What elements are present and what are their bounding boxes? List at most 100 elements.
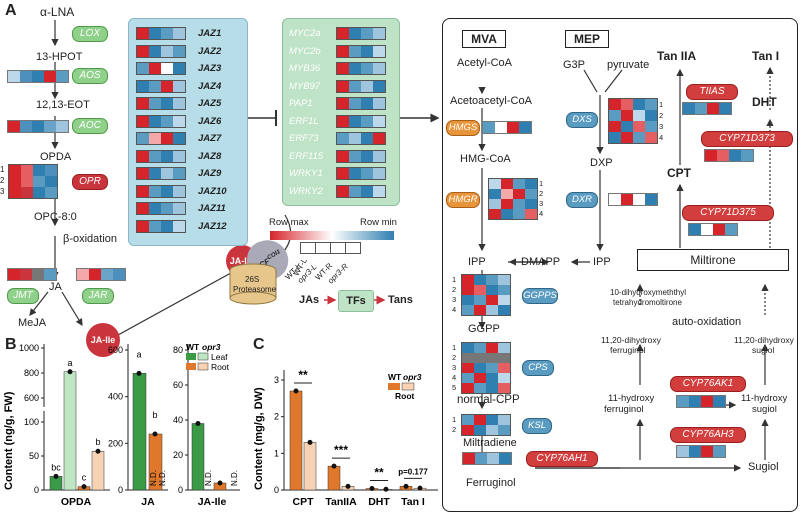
jaz-heatmap-row [136, 62, 186, 75]
jaz-gene-label: JAZ2 [198, 45, 222, 57]
jaile-xlabel: JA-Ile [198, 496, 227, 508]
aoc-enzyme: AOC [72, 118, 108, 134]
cps-heatmap [461, 342, 511, 394]
jaile-tick-label: 40 [173, 415, 183, 425]
cyp76ah1-enzyme: CYP76AH1 [526, 451, 598, 467]
opda-letter: bc [51, 462, 61, 472]
tf-heatmap-row [336, 114, 386, 128]
aos-heatmap [7, 70, 69, 83]
ja-tick-label: 400 [108, 392, 123, 402]
c-point [307, 439, 313, 445]
jaile-point [217, 480, 223, 486]
tf-gene-label: WRKY2 [289, 185, 323, 197]
jaz-heatmap-row [136, 79, 186, 93]
legend-leaf: Leaf [211, 352, 228, 362]
c-tick-label: 1 [274, 448, 279, 458]
hpot-label: 13-HPOT [36, 51, 83, 63]
jaz-heatmap-row [136, 167, 186, 180]
tf-heatmap-row [336, 97, 386, 110]
dxp-label: DXP [590, 157, 613, 169]
tf-heatmap-row [336, 184, 386, 198]
cyp71d373-enzyme: CYP71D373 [701, 131, 793, 147]
tf-heatmap-row [336, 132, 386, 145]
ja-xlabel: JA [141, 496, 155, 508]
opda-tick-label: 1000 [19, 343, 39, 353]
tf-gene-label: WRKY1 [289, 168, 323, 179]
c-point [293, 388, 299, 394]
ja-tick-label: 0 [118, 485, 123, 495]
meja-label: MeJA [18, 317, 47, 329]
opda-xlabel: OPDA [61, 496, 92, 508]
cyp71d373-heatmap [704, 149, 754, 162]
c-tick-label: 2 [274, 412, 279, 422]
ja-ile-circle-lower: JA-Ile [86, 323, 120, 357]
ggpp-label: GGPP [468, 323, 500, 335]
sugiol-label: Sugiol [748, 461, 779, 473]
c-point [345, 483, 351, 489]
tf-gene-label: PAP1 [289, 98, 313, 109]
legend-row-max: Row max [269, 217, 309, 228]
flow-tans: Tans [388, 294, 413, 306]
legend-sample-cells [300, 242, 361, 254]
cyp71d375-heatmap [688, 223, 738, 236]
cpt-label: CPT [667, 166, 691, 180]
tf-heatmap-row [336, 149, 386, 163]
dihydroxy-ferr-1: 11,20-dihydroxy [601, 335, 661, 345]
opr-heatmap [8, 164, 58, 199]
tf-gene-label: MYB97 [289, 80, 321, 92]
tiias-enzyme: TIIAS [686, 84, 738, 100]
jaz-gene-label: JAZ8 [198, 150, 222, 162]
eot-label: 12,13-EOT [36, 99, 90, 111]
ja-point [152, 431, 158, 437]
ipp-label: IPP [468, 256, 486, 268]
c-legend-swatch [401, 382, 415, 391]
opr-enzyme: OPR [72, 174, 108, 190]
tf-gene-label: MYB36 [289, 63, 321, 74]
ipp2-label: IPP [593, 256, 611, 268]
lox-enzyme: LOX [72, 26, 108, 42]
ja-label: JA [49, 281, 62, 293]
tetra-label-2: tetrahydromoltirone [613, 298, 682, 307]
jmt-enzyme: JMT [7, 288, 39, 304]
c-point [369, 486, 375, 492]
jaile-nd: N.D. [230, 470, 239, 486]
auto-ox-label: auto-oxidation [672, 316, 742, 328]
hydroxy-ferr-1: 11-hydroxy [608, 393, 655, 404]
tf-gene-label: ERF73 [289, 133, 319, 144]
ja-tick-label: 200 [108, 438, 123, 448]
dht-label: DHT [752, 95, 777, 109]
hmgr-enzyme: HMGR [446, 192, 480, 208]
cyp76ah3-enzyme: CYP76AH3 [670, 427, 746, 443]
opda-point [53, 473, 59, 479]
c-significance: p=0.177 [398, 467, 428, 476]
cyp76ah3-heatmap [676, 445, 726, 458]
tf-gene-label: MYC2b [289, 45, 321, 57]
tetra-label-1: 10-dihydroxymeththyl [610, 288, 687, 297]
acetoacetyl-coa-label: Acetoacetyl-CoA [450, 95, 532, 107]
opda-letter: a [67, 358, 72, 368]
jaz-gene-label: JAZ4 [198, 80, 222, 92]
dihydroxy-ferr-2: ferruginol [610, 345, 646, 355]
cps-enzyme: CPS [522, 360, 554, 376]
proteasome: 26S Proteasome [228, 262, 278, 306]
opda-tick-label: 100 [24, 417, 39, 427]
beta-ox-label: β-oxidation [63, 233, 118, 245]
ggpps-enzyme: GGPPS [522, 288, 558, 304]
jaz-gene-label: JAZ5 [198, 98, 222, 109]
hmgs-enzyme: HMGS [446, 120, 480, 136]
c-bar [289, 390, 303, 491]
cyp76ak1-enzyme: CYP76AK1 [670, 376, 746, 392]
dihydroxy-sug-2: sugiol [752, 345, 775, 355]
opc-label: OPC-8:0 [34, 211, 77, 223]
jar-heatmap [76, 268, 126, 281]
c-legend-opr3: opr3 [403, 372, 422, 382]
cyp76ak1-heatmap [676, 395, 726, 408]
c-bar [303, 442, 317, 491]
ja-tick-label: 600 [108, 345, 123, 355]
jaile-tick-label: 80 [173, 345, 183, 355]
c-xlabel: CPT [293, 496, 315, 508]
